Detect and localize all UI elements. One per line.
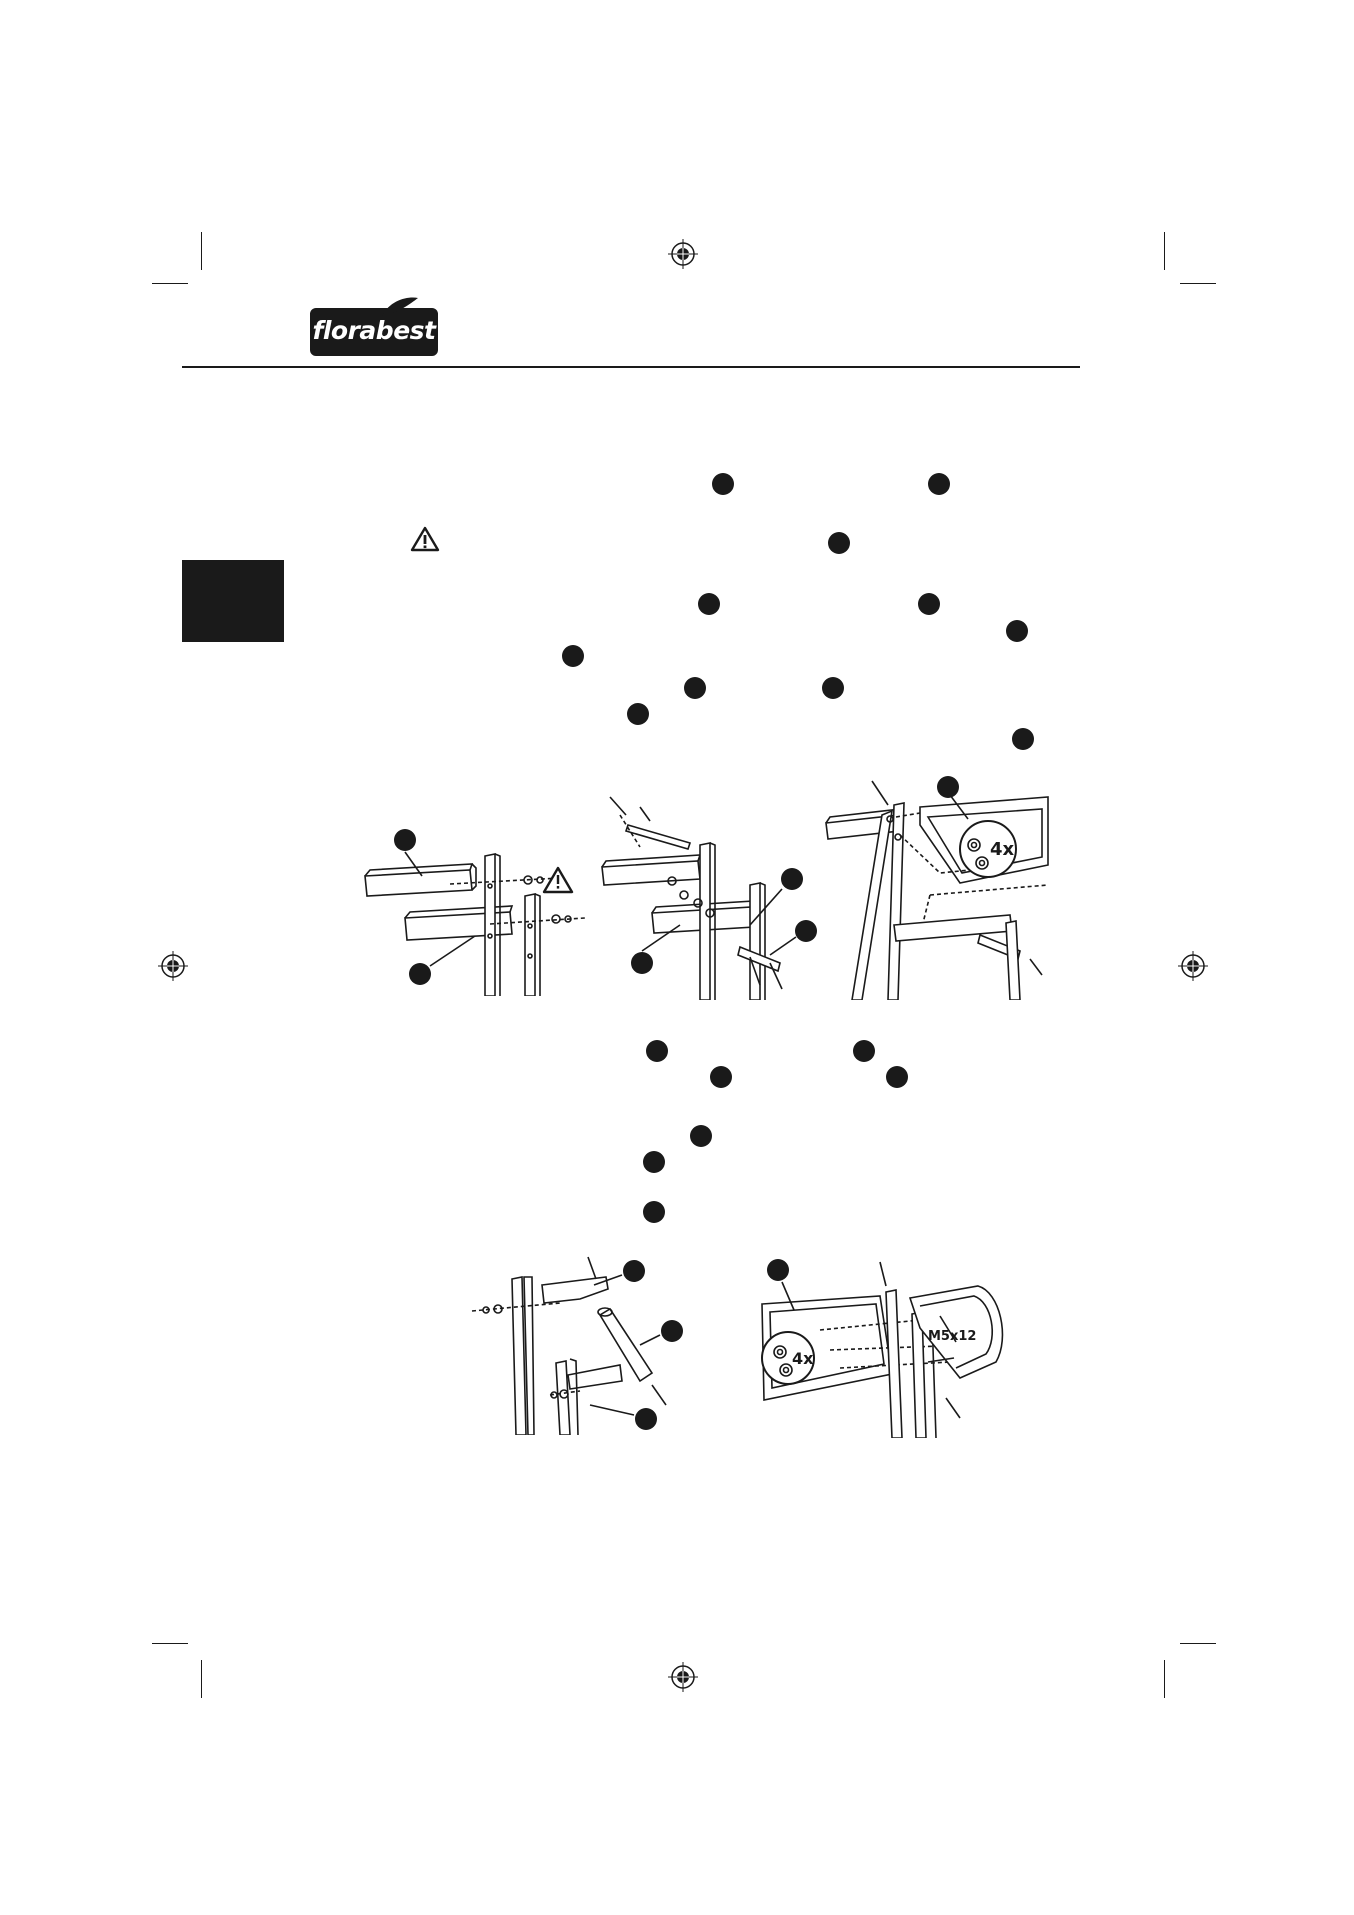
fig1-badge-label: 4x — [990, 839, 1015, 860]
crop-mark-bottom-left-vertical — [201, 1660, 202, 1698]
crop-mark-top-left-vertical — [201, 232, 202, 270]
registration-mark-icon — [668, 239, 698, 269]
registration-mark-icon — [668, 1662, 698, 1692]
callout-dot — [712, 473, 734, 495]
callout-dot — [562, 645, 584, 667]
callout-dot — [710, 1066, 732, 1088]
assembly-illustration-2a — [470, 1255, 690, 1435]
callout-dot — [828, 532, 850, 554]
brand-logo: florabest — [310, 297, 438, 356]
callout-dot — [1012, 728, 1034, 750]
callout-dot — [627, 703, 649, 725]
crop-mark-bottom-right-horizontal — [1180, 1643, 1216, 1644]
callout-dot — [643, 1201, 665, 1223]
callout-dot — [690, 1125, 712, 1147]
registration-mark-icon — [158, 951, 188, 981]
assembly-illustration-1b — [600, 785, 820, 1000]
callout-dot — [853, 1040, 875, 1062]
warning-triangle-icon — [410, 526, 440, 552]
language-tab — [182, 560, 284, 642]
brand-logo-text: florabest — [312, 316, 436, 345]
crop-mark-bottom-right-vertical — [1164, 1660, 1165, 1698]
callout-dot — [918, 593, 940, 615]
header-rule — [182, 366, 1080, 368]
crop-mark-top-right-vertical — [1164, 232, 1165, 270]
assembly-illustration-2b: 4x M5x12 — [760, 1258, 1010, 1438]
callout-dot — [886, 1066, 908, 1088]
callout-dot — [698, 593, 720, 615]
assembly-illustration-1a — [360, 826, 590, 996]
assembly-illustration-1c: 4x — [820, 775, 1050, 1000]
crop-mark-bottom-left-horizontal — [152, 1643, 188, 1644]
registration-mark-icon — [1178, 951, 1208, 981]
callout-dot — [643, 1151, 665, 1173]
callout-dot — [822, 677, 844, 699]
callout-dot — [1006, 620, 1028, 642]
callout-dot — [646, 1040, 668, 1062]
fig2-screw-label: M5x12 — [928, 1329, 976, 1344]
fig2-badge-label: 4x — [792, 1349, 814, 1368]
callout-dot — [684, 677, 706, 699]
leaf-icon — [382, 297, 418, 316]
crop-mark-top-right-horizontal — [1180, 283, 1216, 284]
callout-dot — [928, 473, 950, 495]
crop-mark-top-left-horizontal — [152, 283, 188, 284]
